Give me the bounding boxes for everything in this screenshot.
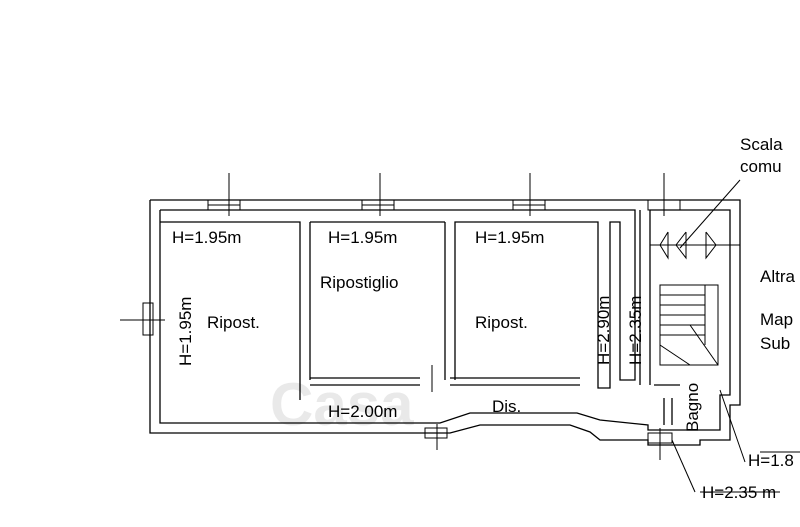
room1-name-label: Ripost.: [207, 313, 260, 332]
bath-name-label: Bagno: [683, 383, 702, 432]
room-walls: [160, 221, 680, 425]
room1-height-label: H=1.95m: [172, 228, 241, 247]
room3-name-label: Ripost.: [475, 313, 528, 332]
bottom-right-height-label: H=1.8: [748, 451, 794, 470]
room3-height-label: H=1.95m: [475, 228, 544, 247]
corridor-height-label: H=2.00m: [328, 402, 397, 421]
bottom-height-label: H=2.35 m: [702, 483, 776, 502]
sub-label: Sub: [760, 334, 790, 353]
leaders: [650, 179, 800, 493]
mappa-label: Map: [760, 310, 793, 329]
watermark: Casa: [270, 371, 414, 438]
altra-label: Altra: [760, 267, 796, 286]
comune-label: comu: [740, 157, 782, 176]
room2-name-label: Ripostiglio: [320, 273, 398, 292]
room2-height-label: H=1.95m: [328, 228, 397, 247]
corridor-name-label: Dis.: [492, 397, 521, 416]
windows: [120, 173, 681, 460]
niche2-height-label: H=2.35m: [626, 296, 645, 365]
staircase: [659, 284, 719, 366]
room1-side-height-label: H=1.95m: [176, 297, 195, 366]
niche1-height-label: H=2.90m: [594, 296, 613, 365]
scala-label: Scala: [740, 135, 783, 154]
